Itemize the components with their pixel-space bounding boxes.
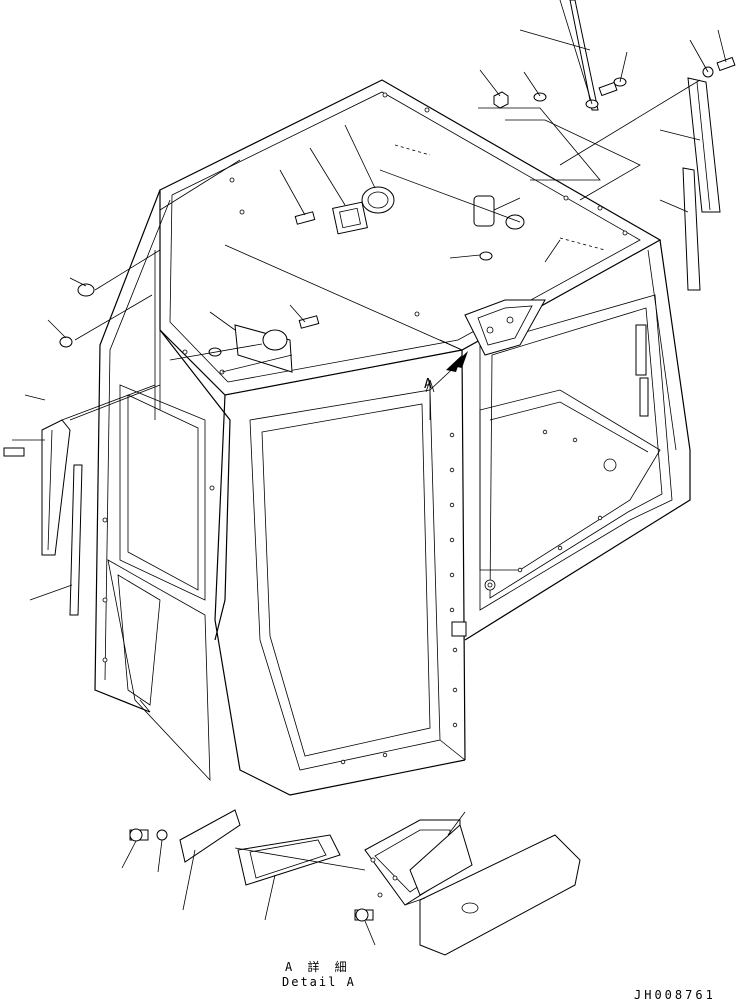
- view-arrow-A: [446, 355, 462, 372]
- front-wiper-arm: [41, 419, 71, 556]
- cab-left-side-frame: [94, 189, 231, 782]
- view-marker-label: A: [424, 377, 432, 392]
- cab-right-side-frame: [464, 239, 691, 641]
- roof-lamp-lens: [361, 186, 395, 214]
- detail-a-washer: [156, 829, 168, 841]
- front-wiper-assembly: [3, 419, 83, 616]
- roof-bolt: [294, 211, 316, 225]
- roof-washer: [533, 92, 547, 102]
- leader-lines: [12, 0, 727, 601]
- cab-roof: [159, 79, 662, 396]
- view-a-marker: [425, 379, 435, 420]
- rear-wiper-assembly: [493, 0, 736, 291]
- roof-parts: [59, 186, 525, 373]
- detail-a-subtitle: Detail A: [282, 975, 356, 989]
- detail-a-plate: [179, 809, 241, 863]
- cap-lower: [59, 336, 73, 348]
- detail-a-assembly: [121, 809, 581, 956]
- front-wiper-blade: [69, 464, 83, 616]
- cap-upper: [77, 283, 95, 297]
- washer-hose-routing: [394, 144, 606, 251]
- detail-a-cover: [237, 834, 341, 886]
- rear-wiper-arm: [687, 77, 721, 213]
- roof-lamp-housing: [332, 201, 368, 235]
- cab-front-door-frame: [214, 349, 467, 796]
- rear-wiper-motor: [473, 195, 495, 227]
- door-hinge-bracket: [446, 299, 546, 372]
- roof-nut: [493, 91, 509, 109]
- detail-a-panel: [419, 834, 581, 956]
- rear-wiper-blade: [682, 167, 701, 291]
- detail-a-title: A 詳 細: [285, 960, 351, 974]
- drawing-number: JH008761: [634, 988, 716, 1002]
- front-wiper-motor: [208, 315, 320, 373]
- front-wiper-bolt: [3, 447, 25, 457]
